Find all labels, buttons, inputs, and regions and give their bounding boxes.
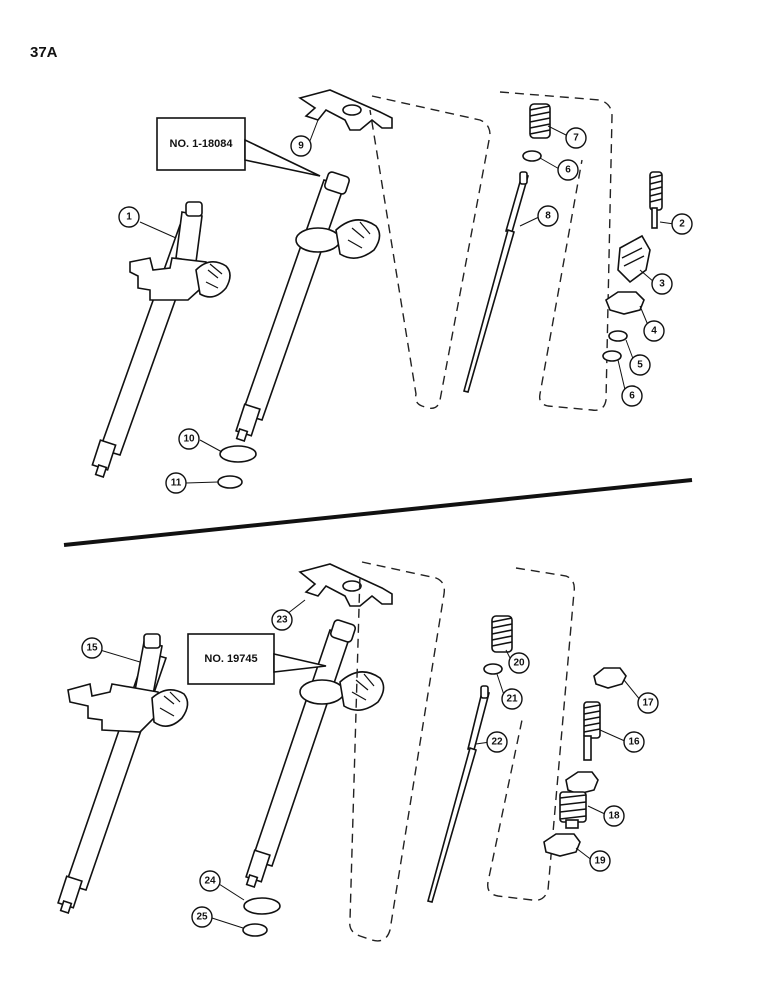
callout-5: 5 bbox=[629, 354, 651, 376]
svg-text:10: 10 bbox=[183, 434, 195, 445]
callout-17: 17 bbox=[637, 692, 659, 714]
svg-text:23: 23 bbox=[276, 615, 288, 626]
washer-part-10 bbox=[219, 445, 257, 463]
seal-part-11 bbox=[217, 475, 243, 489]
svg-text:20: 20 bbox=[513, 658, 525, 669]
svg-text:8: 8 bbox=[545, 211, 551, 222]
callout-9: 9 bbox=[290, 135, 312, 157]
svg-text:11: 11 bbox=[171, 478, 182, 489]
washer-part-6-upper bbox=[522, 150, 542, 162]
spring-part-20 bbox=[491, 615, 513, 653]
fitting-part-3 bbox=[617, 234, 651, 284]
callout-7: 7 bbox=[565, 127, 587, 149]
callout-18: 18 bbox=[603, 805, 625, 827]
page-number: 37A bbox=[30, 44, 58, 61]
callout-15: 15 bbox=[81, 637, 103, 659]
svg-text:18: 18 bbox=[608, 811, 620, 822]
model-label-bottom: NO. 19745 bbox=[187, 633, 327, 685]
callout-6-upper: 6 bbox=[557, 159, 579, 181]
svg-text:17: 17 bbox=[642, 698, 654, 709]
callout-24: 24 bbox=[199, 870, 221, 892]
svg-text:21: 21 bbox=[506, 694, 518, 705]
svg-text:6: 6 bbox=[629, 391, 635, 402]
callout-8: 8 bbox=[537, 205, 559, 227]
callout-3: 3 bbox=[651, 273, 673, 295]
bottom-section: NO. 19745 bbox=[57, 561, 659, 942]
svg-text:16: 16 bbox=[628, 737, 640, 748]
svg-text:6: 6 bbox=[565, 165, 571, 176]
callout-10: 10 bbox=[178, 428, 200, 450]
callout-22: 22 bbox=[486, 731, 508, 753]
nut-part-17 bbox=[593, 667, 627, 689]
nut-part-4 bbox=[605, 291, 645, 315]
callout-20: 20 bbox=[508, 652, 530, 674]
injector-part-15 bbox=[57, 633, 189, 914]
group-outline-spring-kit-bottom bbox=[487, 567, 576, 901]
svg-text:9: 9 bbox=[298, 141, 304, 152]
callout-1: 1 bbox=[118, 206, 140, 228]
needle-valve-part-22 bbox=[427, 685, 491, 903]
injector-body-bottom bbox=[245, 619, 385, 888]
callout-19: 19 bbox=[589, 850, 611, 872]
svg-text:1: 1 bbox=[126, 212, 132, 223]
top-section: NO. 1-18084 bbox=[91, 89, 693, 494]
callout-4: 4 bbox=[643, 320, 665, 342]
svg-text:4: 4 bbox=[651, 326, 657, 337]
svg-text:24: 24 bbox=[204, 876, 216, 887]
svg-text:22: 22 bbox=[491, 737, 503, 748]
section-divider bbox=[63, 478, 693, 547]
group-outline-nozzle-valve bbox=[369, 95, 491, 410]
callout-23: 23 bbox=[271, 609, 293, 631]
fitting-part-18 bbox=[559, 771, 599, 829]
svg-text:2: 2 bbox=[679, 219, 685, 230]
model-label-bottom-text: NO. 19745 bbox=[204, 653, 257, 665]
svg-text:7: 7 bbox=[573, 133, 579, 144]
needle-valve-part-8 bbox=[463, 171, 530, 393]
nut-part-19 bbox=[543, 833, 581, 857]
callout-21: 21 bbox=[501, 688, 523, 710]
injector-body-top bbox=[235, 171, 381, 442]
callout-16: 16 bbox=[623, 731, 645, 753]
group-outline-spring-kit bbox=[499, 91, 613, 411]
spring-part-7 bbox=[529, 103, 551, 139]
model-label-top: NO. 1-18084 bbox=[156, 117, 321, 177]
model-label-top-text: NO. 1-18084 bbox=[170, 138, 234, 150]
callout-11: 11 bbox=[165, 472, 187, 494]
svg-text:25: 25 bbox=[196, 912, 208, 923]
washer-part-21 bbox=[483, 663, 503, 675]
callout-6-lower: 6 bbox=[621, 385, 643, 407]
svg-text:15: 15 bbox=[86, 643, 98, 654]
washer-part-6-lower bbox=[602, 350, 622, 362]
callout-2: 2 bbox=[671, 213, 693, 235]
seal-part-25 bbox=[242, 923, 268, 937]
callout-25: 25 bbox=[191, 906, 213, 928]
svg-text:3: 3 bbox=[659, 279, 665, 290]
injector-part-1 bbox=[91, 201, 231, 478]
spring-rod-part-2 bbox=[649, 171, 663, 229]
washer-part-24 bbox=[243, 897, 281, 915]
svg-text:19: 19 bbox=[594, 856, 606, 867]
svg-text:5: 5 bbox=[637, 360, 643, 371]
threaded-rod-part-16 bbox=[583, 701, 601, 761]
washer-part-5 bbox=[608, 330, 628, 342]
group-outline-nozzle-valve-bottom bbox=[349, 561, 446, 942]
